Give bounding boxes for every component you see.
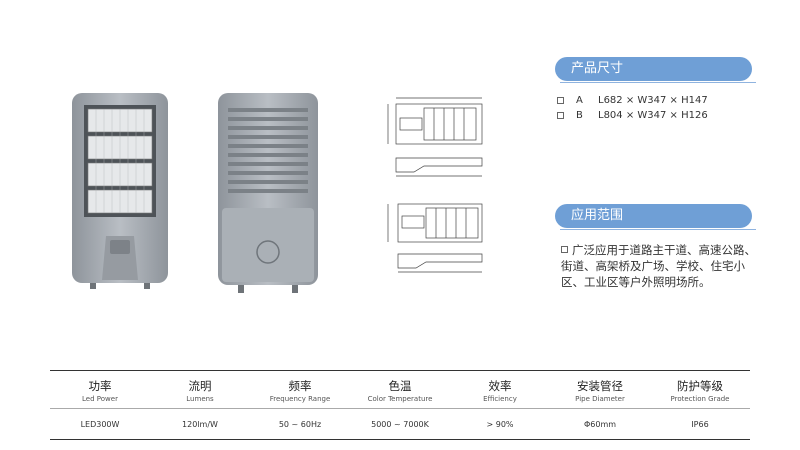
spec-header-zh: 色温 [388,379,412,393]
dimensions-title: 产品尺寸 [555,57,752,81]
application-title: 应用范围 [555,204,752,228]
dimension-drawing-a [387,97,483,177]
spec-header-lumens: 流明 Lumens [150,371,250,408]
spec-header-protection-grade: 防护等级 Protection Grade [650,371,750,408]
spec-header-frequency: 频率 Frequency Range [250,371,350,408]
lamp-back-photo [218,93,318,293]
checkbox-icon [561,246,568,253]
spec-header-en: Efficiency [483,395,517,403]
spec-header-en: Color Temperature [367,395,433,403]
dimension-letter: A [576,95,583,106]
spec-header-color-temperature: 色温 Color Temperature [350,371,450,408]
spec-header-efficiency: 效率 Efficiency [450,371,550,408]
spec-table: 功率 Led Power 流明 Lumens 频率 Frequency Rang… [50,370,750,440]
dimension-row-b: B L804 × W347 × H126 [557,110,708,121]
dimension-value: L682 × W347 × H147 [598,95,708,106]
spec-value-power: LED300W [80,419,120,429]
spec-value-lumens: 120lm/W [182,419,218,429]
spec-table-row: LED300W 120lm/W 50 ~ 60Hz 5000 ~ 7000K >… [50,409,750,439]
checkbox-icon [557,97,564,104]
spec-value-efficiency: > 90% [486,419,514,429]
application-text: 广泛应用于道路主干道、高速公路、街道、高架桥及广场、学校、住宅小区、工业区等户外… [561,242,766,290]
spec-header-en: Lumens [186,395,214,403]
spec-value-protection-grade: IP66 [691,419,709,429]
spec-value-color-temperature: 5000 ~ 7000K [371,419,429,429]
dimension-letter: B [576,110,583,121]
spec-header-zh: 效率 [488,379,512,393]
application-title-line [560,229,756,230]
dimension-drawing-b [387,203,483,273]
spec-table-header: 功率 Led Power 流明 Lumens 频率 Frequency Rang… [50,371,750,409]
spec-header-en: Protection Grade [670,395,730,403]
spec-header-zh: 频率 [288,379,312,393]
spec-value-pipe-diameter: Φ60mm [583,419,617,429]
dimension-row-a: A L682 × W347 × H147 [557,95,708,106]
spec-header-en: Led Power [82,395,118,403]
checkbox-icon [557,112,564,119]
spec-header-zh: 安装管径 [577,379,623,393]
spec-header-zh: 防护等级 [677,379,723,393]
spec-header-pipe-diameter: 安装管径 Pipe Diameter [550,371,650,408]
dimension-value: L804 × W347 × H126 [598,110,708,121]
application-description: 广泛应用于道路主干道、高速公路、街道、高架桥及广场、学校、住宅小区、工业区等户外… [561,243,756,289]
dimensions-title-line [560,82,756,83]
lamp-front-photo [72,93,168,289]
spec-header-en: Pipe Diameter [575,395,625,403]
spec-header-power: 功率 Led Power [50,371,150,408]
spec-header-zh: 功率 [88,379,112,393]
spec-value-frequency: 50 ~ 60Hz [278,419,322,429]
spec-header-zh: 流明 [188,379,212,393]
spec-header-en: Frequency Range [269,395,331,403]
